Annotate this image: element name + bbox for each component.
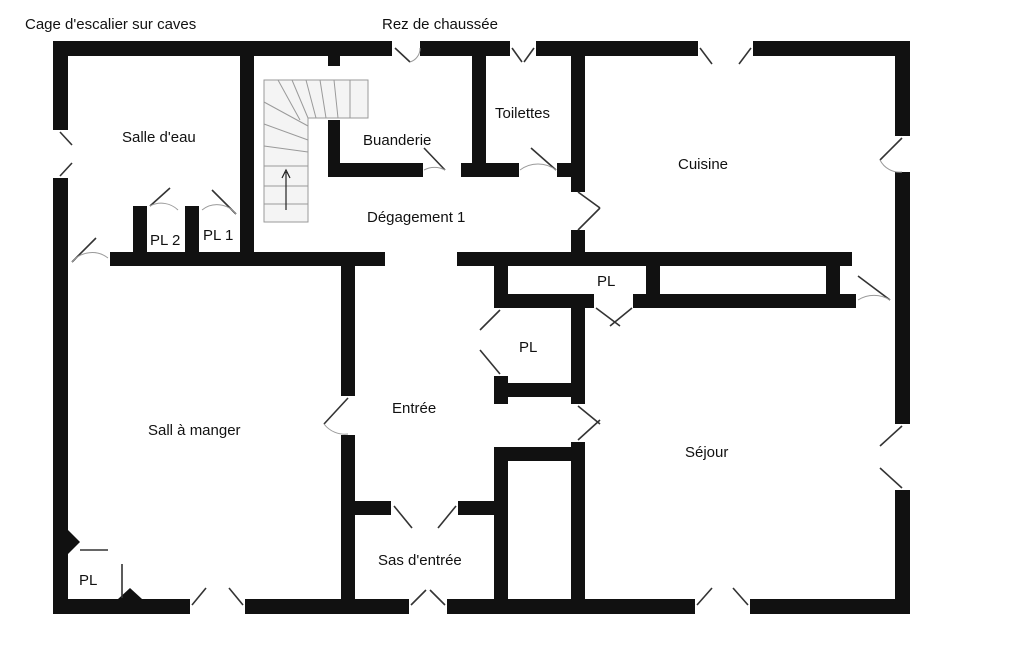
- basement-stairs-title: Cage d'escalier sur caves: [25, 16, 196, 33]
- room-degagement: Dégagement 1: [367, 209, 465, 226]
- room-cuisine: Cuisine: [678, 156, 728, 173]
- room-sas-entree: Sas d'entrée: [378, 552, 462, 569]
- room-pl1: PL 1: [203, 227, 233, 244]
- room-salle-eau: Salle d'eau: [122, 129, 196, 146]
- door-openings: [53, 41, 910, 614]
- room-toilettes: Toilettes: [495, 105, 550, 122]
- floor-title: Rez de chaussée: [382, 16, 498, 33]
- door-swings: [59, 47, 903, 606]
- room-pl2: PL 2: [150, 232, 180, 249]
- room-sejour: Séjour: [685, 444, 728, 461]
- room-pl-hall: PL: [597, 273, 615, 290]
- room-entree: Entrée: [392, 400, 436, 417]
- staircase: [263, 79, 369, 223]
- room-buanderie: Buanderie: [363, 132, 431, 149]
- interior-walls: [68, 56, 856, 614]
- room-pl-dining: PL: [79, 572, 97, 589]
- room-pl-entry: PL: [519, 339, 537, 356]
- stair-arrow-icon: [281, 168, 291, 210]
- room-salle-manger: Sall à manger: [148, 422, 241, 439]
